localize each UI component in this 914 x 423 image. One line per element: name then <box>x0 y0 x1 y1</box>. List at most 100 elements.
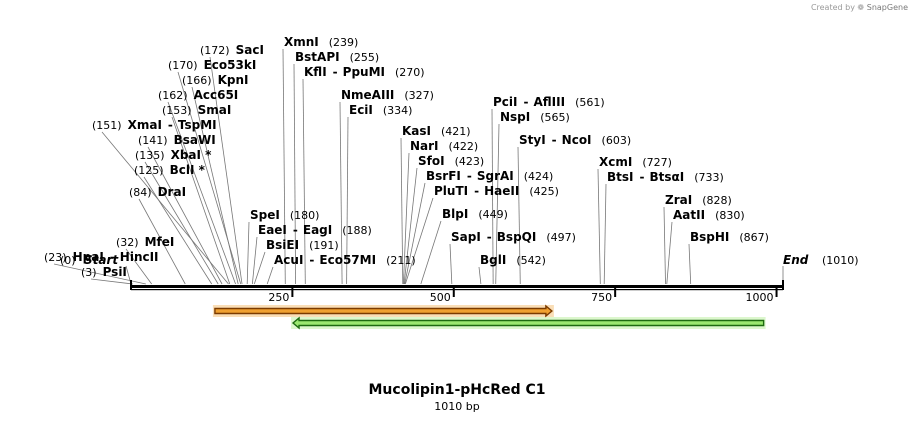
name-separator: - <box>309 253 314 267</box>
ruler-tick-label: 750 <box>591 291 612 304</box>
enzyme-name: PsiI <box>103 265 127 279</box>
site-leader <box>478 266 482 285</box>
enzyme-name: SpeI <box>250 208 280 222</box>
site-label-xcmi: XcmI(727) <box>599 155 672 169</box>
site-label-bsiei: BsiEI(191) <box>266 238 339 252</box>
name-separator: - <box>474 184 479 198</box>
site-label-sfoi: SfoI(423) <box>418 154 484 168</box>
site-leader <box>403 167 418 285</box>
site-label-bsawi: (141) BsaWI <box>138 133 216 147</box>
site-leader <box>403 152 410 285</box>
name-separator: - <box>524 95 529 109</box>
site-label-eaeieagi: EaeI-EagI(188) <box>258 223 372 237</box>
site-label-spei: SpeI(180) <box>250 208 319 222</box>
start-position: (0) <box>60 254 76 267</box>
site-position: (32) <box>116 236 139 249</box>
sequence-backbone <box>130 280 784 291</box>
sequence-title: Mucolipin1-pHcRed C1 <box>368 382 546 398</box>
feature-arrows <box>212 304 766 330</box>
site-leader <box>282 48 286 285</box>
site-label-bcli: (125)BclI * <box>134 163 206 177</box>
site-position: (561) <box>575 96 605 109</box>
enzyme-name: XcmI <box>599 155 632 169</box>
site-leader <box>101 131 229 285</box>
site-leader <box>125 248 152 285</box>
enzyme-name: SgrAI <box>477 169 514 183</box>
enzyme-name: SacI <box>236 43 264 57</box>
enzyme-name: BspQI <box>497 230 537 244</box>
site-label-hpaihincii: (23)HpaI-HincII <box>44 250 159 264</box>
site-position: (162) <box>158 89 188 102</box>
enzyme-name: SfoI <box>418 154 445 168</box>
enzyme-name: Acc65I <box>194 88 239 102</box>
name-separator: - <box>293 223 298 237</box>
site-leader <box>53 263 146 285</box>
site-position: (239) <box>329 36 359 49</box>
enzyme-name: KpnI <box>218 73 249 87</box>
site-label-blpi: BlpI(449) <box>442 207 508 221</box>
enzyme-name: BsrFI <box>426 169 461 183</box>
site-position: (421) <box>441 125 471 138</box>
end-position: (1010) <box>822 254 859 267</box>
site-position: (422) <box>449 140 479 153</box>
enzyme-name: BsaWI <box>174 133 216 147</box>
site-label-saci: (172)SacI <box>200 43 264 57</box>
site-labels: (3) PsiI(23)HpaI-HincII(32)MfeI (84) DraI (1… <box>44 35 859 279</box>
site-label-xmaitspmi: (151)XmaI-TspMI <box>92 118 217 132</box>
site-position: (191) <box>309 239 339 252</box>
site-leader <box>491 108 494 285</box>
enzyme-name: Eco53kI <box>204 58 257 72</box>
site-leader <box>171 116 231 285</box>
site-label-pciiafliii: PciI-AflIII(561) <box>493 95 605 109</box>
site-leader <box>144 161 219 285</box>
site-position: (3) <box>81 266 97 279</box>
enzyme-name: SapI <box>451 230 481 244</box>
site-label-nari: NarI (422) <box>410 139 478 153</box>
site-label-bsrfisgrai: BsrFI-SgrAI(424) <box>426 169 553 183</box>
enzyme-name: PluTI <box>434 184 468 198</box>
site-position: (867) <box>739 231 769 244</box>
enzyme-name: NcoI <box>562 133 592 147</box>
site-position: (425) <box>529 185 559 198</box>
enzyme-name: AatII <box>673 208 705 222</box>
site-position: (603) <box>602 134 632 147</box>
site-position: (151) <box>92 119 122 132</box>
name-separator: - <box>552 133 557 147</box>
snapgene-credit: Created by ❁ SnapGene <box>811 3 908 12</box>
site-position: (141) <box>138 134 168 147</box>
snapgene-logo-icon: ❁ <box>857 3 865 12</box>
site-position: (211) <box>386 254 416 267</box>
site-position: (828) <box>702 194 732 207</box>
enzyme-name: NarI <box>410 139 439 153</box>
site-label-mfei: (32)MfeI <box>116 235 174 249</box>
start-label: Start <box>84 253 119 267</box>
orange-feature <box>214 304 553 318</box>
site-label-btsibtsi: BtsI-BtsαI(733) <box>607 170 724 184</box>
name-separator: - <box>110 250 115 264</box>
site-position: (334) <box>383 104 413 117</box>
site-position: (542) <box>516 254 546 267</box>
site-position: (188) <box>342 224 372 237</box>
site-label-acuieco57mi: AcuI-Eco57MI(211) <box>274 253 416 267</box>
enzyme-name: DraI <box>158 185 186 199</box>
name-separator: - <box>487 230 492 244</box>
enzyme-name: BspHI <box>690 230 729 244</box>
site-label-styincoi: StyI-NcoI(603) <box>519 133 631 147</box>
enzyme-name: PpuMI <box>343 65 385 79</box>
site-position: (424) <box>524 170 554 183</box>
enzyme-name: HpaI <box>73 250 104 264</box>
enzyme-name: KflI <box>304 65 327 79</box>
enzyme-name: HincII <box>120 250 159 264</box>
site-label-acc65i: (162) Acc65I <box>158 88 238 102</box>
site-position: (153) <box>162 104 192 117</box>
site-leader <box>167 101 236 285</box>
enzyme-name: AflIII <box>533 95 565 109</box>
site-leader <box>517 146 521 285</box>
site-label-xbai: (135)XbaI * <box>135 148 212 162</box>
site-leader <box>302 78 306 285</box>
site-label-aatii: AatII(830) <box>673 208 745 222</box>
site-leader <box>495 123 500 285</box>
site-label-ecii: EciI(334) <box>349 103 412 117</box>
site-position: (84) <box>129 186 152 199</box>
